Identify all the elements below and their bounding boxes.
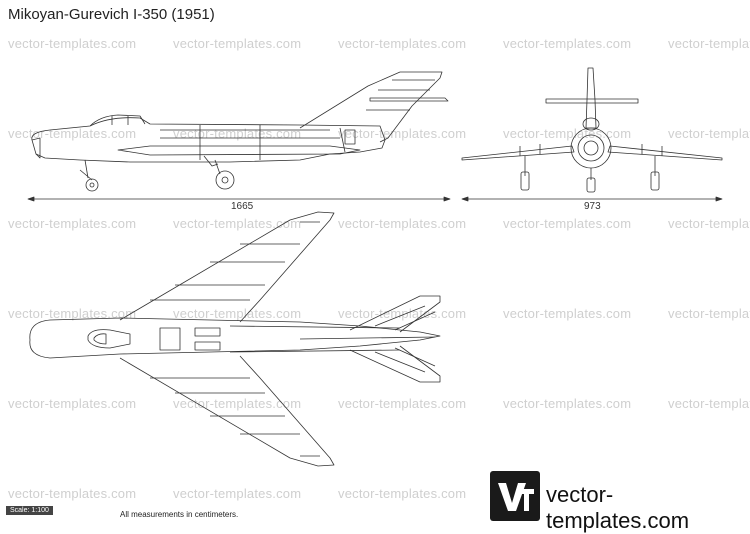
watermark-text: vector-templates.com <box>173 216 302 231</box>
front-horizontal-stabilizer <box>545 98 639 104</box>
vt-logo-mark <box>498 483 534 511</box>
span-dimension-line <box>461 196 723 202</box>
watermark-row: vector-templates.com vector-templates.co… <box>0 216 750 232</box>
watermark-text: vector-templates.com <box>173 306 302 321</box>
watermark-text: vector-templates.com <box>503 36 632 51</box>
watermark-text: vector-templates.com <box>338 306 467 321</box>
watermark-text: vector-templates.com <box>338 396 467 411</box>
watermark-text: vector-templates.com <box>173 486 302 501</box>
top-view <box>29 211 441 467</box>
front-fuselage <box>570 127 612 169</box>
front-view <box>461 67 723 193</box>
logo-wordmark: vector-templates.com <box>546 482 690 533</box>
watermark-row: vector-templates.com vector-templates.co… <box>0 396 750 412</box>
side-canopy <box>89 114 146 127</box>
top-lower-wing <box>119 355 335 467</box>
length-dimension-line <box>27 196 451 202</box>
watermark-text: vector-templates.com <box>8 126 137 141</box>
span-dimension-label: 973 <box>584 201 601 212</box>
top-fuselage <box>29 317 441 359</box>
watermark-text: vector-templates.com <box>8 36 137 51</box>
side-nose-gear <box>84 159 89 179</box>
watermark-text: vector-templates.com <box>668 36 750 51</box>
side-horizontal-stabilizer <box>369 97 449 102</box>
side-main-gear <box>214 159 221 175</box>
watermark-row: vector-templates.com vector-templates.co… <box>0 486 750 502</box>
watermark-text: vector-templates.com <box>338 486 467 501</box>
watermark-text: vector-templates.com <box>503 306 632 321</box>
watermark-text: vector-templates.com <box>338 36 467 51</box>
front-left-wing <box>461 145 575 161</box>
measurement-note: All measurements in centimeters. <box>120 510 239 519</box>
top-lower-stabilizer <box>349 345 441 383</box>
watermark-text: vector-templates.com <box>668 306 750 321</box>
watermark-text: vector-templates.com <box>8 306 137 321</box>
watermark-text: vector-templates.com <box>668 126 750 141</box>
watermark-text: vector-templates.com <box>338 126 467 141</box>
watermark-row: vector-templates.com vector-templates.co… <box>0 36 750 52</box>
side-view <box>31 71 449 192</box>
top-canopy <box>87 329 131 349</box>
side-fuselage <box>31 117 386 163</box>
front-tail-fin <box>585 67 597 129</box>
vt-logo-icon <box>490 471 540 521</box>
watermark-text: vector-templates.com <box>503 396 632 411</box>
top-upper-stabilizer <box>349 295 441 333</box>
side-tail-fin <box>299 71 443 143</box>
watermark-text: vector-templates.com <box>8 486 137 501</box>
length-dimension-label: 1665 <box>231 201 254 212</box>
watermark-text: vector-templates.com <box>668 396 750 411</box>
drawing-title: Mikoyan-Gurevich I-350 (1951) <box>8 6 215 23</box>
side-wing <box>117 145 361 156</box>
watermark-text: vector-templates.com <box>338 216 467 231</box>
watermark-text: vector-templates.com <box>173 36 302 51</box>
watermark-row: vector-templates.com vector-templates.co… <box>0 306 750 322</box>
watermark-text: vector-templates.com <box>8 216 137 231</box>
watermark-text: vector-templates.com <box>173 396 302 411</box>
watermark-text: vector-templates.com <box>503 216 632 231</box>
watermark-text: vector-templates.com <box>8 396 137 411</box>
front-right-wing <box>607 145 723 161</box>
top-upper-wing <box>119 211 335 323</box>
scale-badge: Scale: 1:100 <box>6 506 53 515</box>
watermark-text: vector-templates.com <box>668 216 750 231</box>
